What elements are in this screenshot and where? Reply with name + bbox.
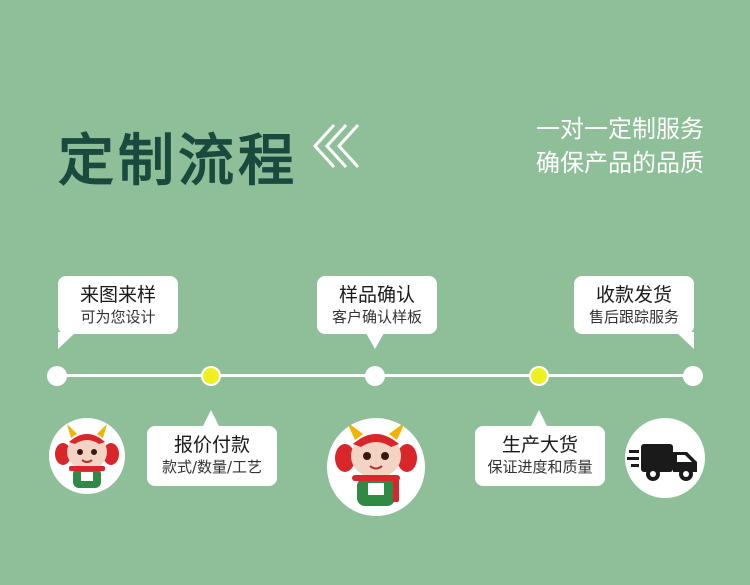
bubble-tail-5 (676, 332, 694, 349)
step-sub-1: 可为您设计 (80, 308, 156, 326)
bubble-tail-1 (58, 332, 76, 349)
slogan-line-2: 确保产品的品质 (536, 149, 704, 177)
timeline-dot-2 (201, 366, 221, 386)
slogan: 一对一定制服务 确保产品的品质 (536, 112, 704, 180)
step-title-1: 来图来样 (79, 284, 156, 306)
step-bubble-5: 收款发货 售后跟踪服务 (574, 276, 694, 334)
timeline-dot-1 (47, 366, 67, 386)
step-sub-3: 客户确认样板 (331, 308, 422, 326)
step-bubble-2: 报价付款 款式/数量/工艺 (147, 426, 277, 486)
delivery-truck-icon (625, 418, 705, 498)
step-bubble-3: 样品确认 客户确认样板 (317, 276, 437, 334)
bubble-tail-4 (530, 410, 548, 428)
step-sub-5: 售后跟踪服务 (588, 308, 679, 326)
step-sub-4: 保证进度和质量 (487, 458, 593, 476)
timeline-dot-3 (365, 366, 385, 386)
timeline-dot-4 (529, 366, 549, 386)
mascot-small-image (49, 418, 125, 494)
step-bubble-4: 生产大货 保证进度和质量 (475, 426, 605, 486)
step-title-5: 收款发货 (595, 284, 672, 306)
timeline-dot-5 (683, 366, 703, 386)
chevrons-left-icon (312, 123, 360, 169)
step-title-4: 生产大货 (501, 434, 578, 456)
slogan-line-1: 一对一定制服务 (536, 115, 704, 143)
mascot-large-image (327, 418, 425, 516)
bubble-tail-2 (202, 410, 220, 428)
step-sub-2: 款式/数量/工艺 (161, 458, 263, 476)
step-bubble-1: 来图来样 可为您设计 (58, 276, 178, 334)
step-title-3: 样品确认 (338, 284, 415, 306)
step-title-2: 报价付款 (173, 434, 250, 456)
page-title: 定制流程 (58, 129, 298, 194)
bubble-tail-3 (366, 333, 384, 349)
